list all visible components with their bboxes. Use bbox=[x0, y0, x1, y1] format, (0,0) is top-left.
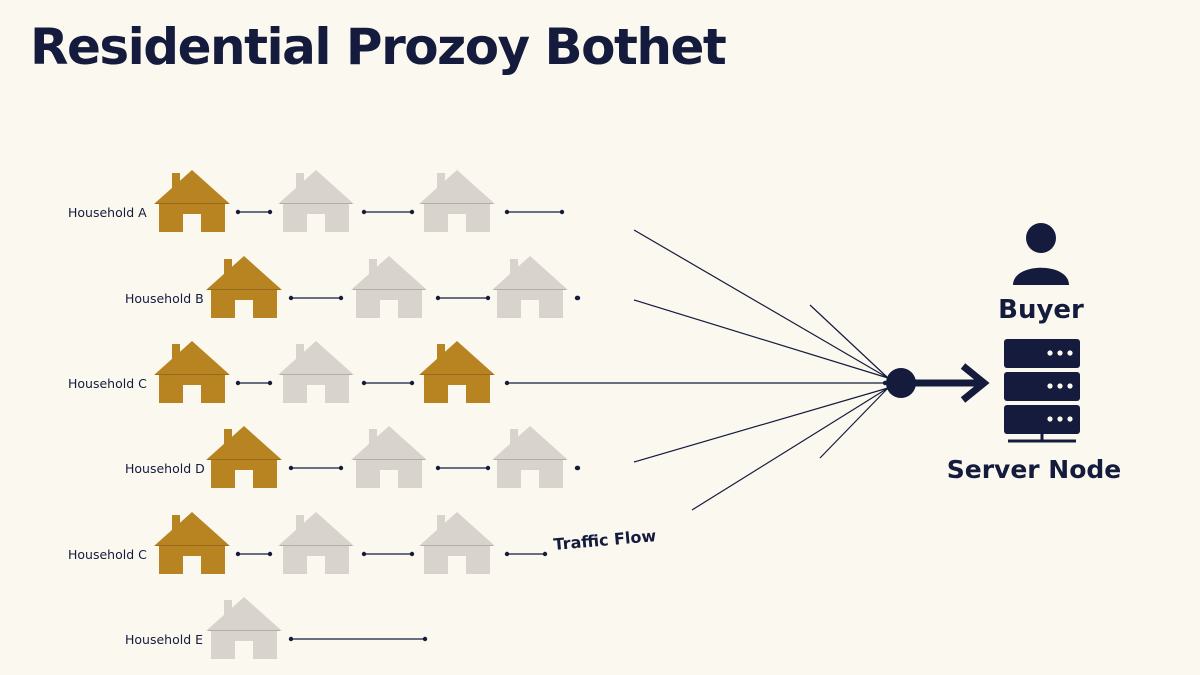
house-icon bbox=[419, 512, 495, 574]
household-label: Household A bbox=[68, 205, 147, 220]
household-row: Household C bbox=[68, 341, 888, 403]
house-icon bbox=[154, 341, 230, 403]
traffic-line bbox=[691, 387, 889, 511]
household-row: Household A bbox=[68, 170, 565, 232]
household-row: Household B bbox=[125, 256, 581, 318]
household-row: Household D bbox=[125, 426, 581, 488]
connection-link bbox=[235, 209, 273, 215]
household-label: Household C bbox=[68, 376, 147, 391]
household-row: Household C bbox=[68, 512, 548, 574]
traffic-line bbox=[633, 299, 889, 379]
connection-link bbox=[574, 295, 581, 301]
house-icon bbox=[154, 170, 230, 232]
traffic-flow-label: Traffic Flow bbox=[553, 526, 657, 554]
traffic-line bbox=[809, 304, 889, 379]
house-icon bbox=[206, 597, 282, 659]
connection-link bbox=[361, 209, 415, 215]
traffic-line bbox=[819, 387, 889, 459]
connection-link bbox=[288, 465, 344, 471]
connection-link bbox=[288, 295, 344, 301]
house-icon bbox=[351, 256, 427, 318]
traffic-line bbox=[633, 387, 889, 463]
house-icon bbox=[206, 426, 282, 488]
arrow-right-icon bbox=[914, 363, 990, 403]
page-title: Residential Prozoy Bothet bbox=[30, 18, 727, 76]
connection-link bbox=[504, 551, 548, 557]
household-row: Household E bbox=[125, 597, 428, 659]
household-label: Household C bbox=[68, 547, 147, 562]
household-rows: Household A Household B Household C Househo… bbox=[68, 170, 888, 659]
connection-link bbox=[361, 551, 415, 557]
traffic-lines bbox=[633, 229, 889, 511]
household-label: Household D bbox=[125, 461, 205, 476]
connection-link bbox=[504, 380, 888, 386]
connection-link bbox=[235, 380, 273, 386]
household-label: Household B bbox=[125, 291, 204, 306]
connection-link bbox=[361, 380, 415, 386]
house-icon bbox=[419, 170, 495, 232]
server-node-label: Server Node bbox=[947, 455, 1122, 484]
house-icon bbox=[206, 256, 282, 318]
connection-link bbox=[435, 465, 491, 471]
house-icon bbox=[492, 256, 568, 318]
house-icon bbox=[154, 512, 230, 574]
house-icon bbox=[278, 341, 354, 403]
aggregation-hub bbox=[886, 368, 916, 398]
house-icon bbox=[278, 512, 354, 574]
house-icon bbox=[278, 170, 354, 232]
connection-link bbox=[235, 551, 273, 557]
house-icon bbox=[351, 426, 427, 488]
buyer-label: Buyer bbox=[998, 295, 1084, 325]
connection-link bbox=[435, 295, 491, 301]
server-rack-icon bbox=[1004, 339, 1080, 443]
connection-link bbox=[288, 636, 428, 642]
household-label: Household E bbox=[125, 632, 203, 647]
connection-link bbox=[574, 465, 581, 471]
house-icon bbox=[492, 426, 568, 488]
connection-link bbox=[504, 209, 565, 215]
traffic-line bbox=[633, 229, 889, 379]
house-icon bbox=[419, 341, 495, 403]
person-icon bbox=[1013, 223, 1069, 285]
